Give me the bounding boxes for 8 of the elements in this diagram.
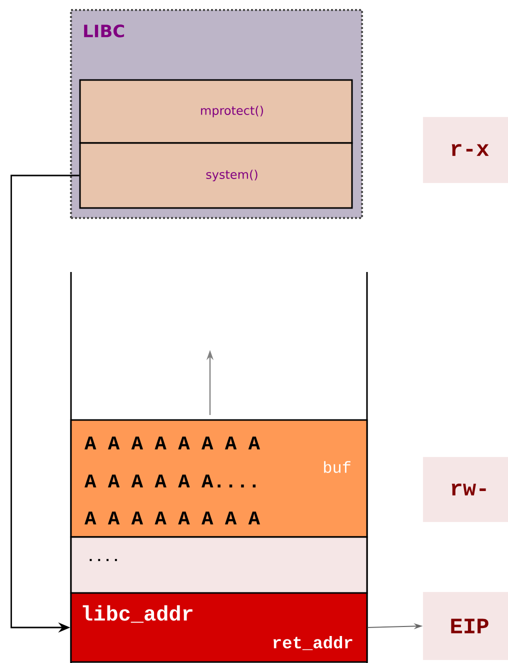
return-address-box: libc_addr ret_addr — [70, 592, 368, 663]
permission-box: rw- — [423, 457, 508, 522]
permission-box: r-x — [423, 117, 508, 183]
register-box: EIP — [423, 592, 508, 660]
buffer-box: A A A A A A A A A A A A A A.... A A A A A A A A buf — [70, 419, 368, 538]
function-box: mprotect() — [79, 79, 353, 144]
function-box: system() — [79, 142, 353, 209]
stack-slot-box: .... — [70, 536, 368, 594]
